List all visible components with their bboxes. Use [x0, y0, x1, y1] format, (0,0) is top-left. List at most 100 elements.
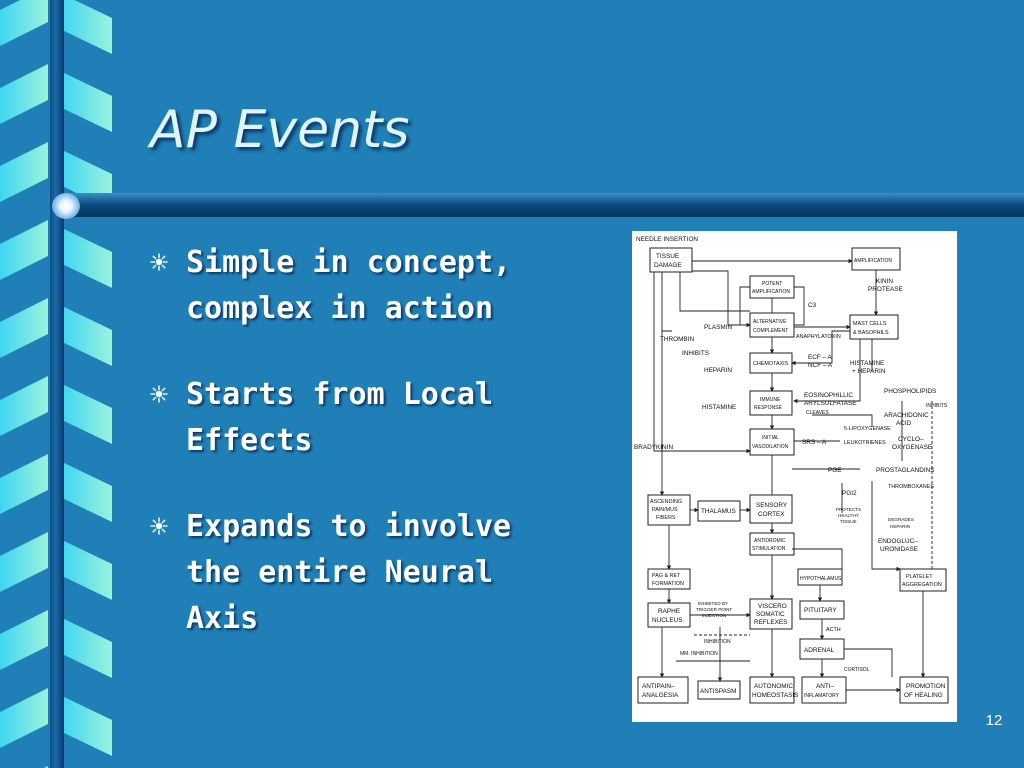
label-inhibition: INHIBITION [704, 639, 731, 645]
label-arachidonic: ARACHIDONIC [884, 412, 929, 419]
slide-title: AP Events [150, 100, 410, 160]
label-pge: PGE [828, 467, 842, 474]
bullet-text-line: Simple in concept, [186, 245, 512, 280]
label-vasodilation: VASODILATION [752, 444, 789, 450]
sparkle-bullet-icon [150, 253, 168, 271]
label-potent-amp: AMPLIFICATION [752, 289, 790, 295]
label-thrombin: THROMBIN [660, 336, 694, 343]
label-inflamatory: INFLAMATORY [804, 693, 840, 699]
label-plasmin: PLASMIN [704, 324, 732, 331]
box-sensory-cortex [749, 494, 793, 524]
sparkle-bullet-icon [150, 385, 168, 403]
label-response: RESPONSE [754, 405, 782, 411]
label-pain-mus: PAIN/MUS [652, 507, 678, 513]
label-viscero: VISCERO [758, 603, 787, 610]
label-inhibited-by: INHIBITED BY [698, 601, 728, 606]
label-mm-inhibition: MM. INHIBITION [680, 651, 718, 657]
label-oxygenase: OXYGENASE [892, 444, 932, 451]
label-thromboxanes: THROMBOXANES [888, 484, 934, 490]
box-tissue-damage [649, 247, 693, 273]
bullet-text-line: Expands to involve [186, 509, 512, 544]
bullet-item: Expands to involve the entire Neural Axi… [148, 504, 558, 642]
label-needle-insertion: NEEDLE INSERTION [636, 236, 698, 243]
label-thalamus: THALAMUS [701, 508, 736, 515]
bullet-text-line: complex in action [186, 291, 494, 326]
label-antipain: ANTIPAIN– [642, 683, 675, 690]
bullet-text-line: the entire Neural [186, 555, 494, 590]
label-anti: ANTI– [816, 683, 835, 690]
bullet-item: Simple in concept, complex in action [148, 240, 558, 332]
label-uronidase: URONIDASE [880, 546, 918, 553]
label-of-healing: OF HEALING [904, 692, 943, 699]
label-inhibits: INHIBITS [682, 350, 709, 357]
label-acid: ACID [896, 420, 912, 427]
label-reflexes: REFLEXES [754, 619, 787, 626]
label-phospholipids: PHOSPHOLIPIDS [884, 388, 936, 395]
label-histamine-heparin-2: + HEPARIN [852, 368, 886, 375]
label-sensory: SENSORY [756, 502, 788, 509]
sparkle-bullet-icon [150, 517, 168, 535]
slide-number: 12 [985, 712, 1003, 729]
label-raphe: RAPHE [658, 608, 680, 615]
flow-diagram-figure: NEEDLE INSERTION TISSUE DAMAGE AMPLIFICA… [632, 231, 957, 722]
label-platelet: PLATELET [906, 574, 933, 580]
label-histamine-heparin-1: HISTAMINE [850, 360, 884, 367]
label-protease: PROTEASE [868, 286, 903, 293]
label-antidromic: ANTIDROMIC [754, 538, 786, 544]
box-initial-vasodilation [749, 428, 795, 456]
label-initial: INITIAL [762, 435, 779, 441]
label-cortisol: CORTISOL [844, 667, 870, 673]
label-potent: POTENT [762, 281, 782, 287]
flow-diagram: NEEDLE INSERTION TISSUE DAMAGE AMPLIFICA… [634, 236, 949, 704]
label-eosinophillic: EOSINOPHILLIC [804, 392, 853, 399]
label-stimulation: STIMULATION [752, 546, 786, 552]
vertical-bar [50, 0, 64, 768]
label-nucleus: NUCLEUS [652, 617, 683, 624]
label-bradykinin: BRADYKININ [634, 444, 673, 451]
label-c3: C3 [808, 302, 817, 309]
label-degrades: DEGRADES [888, 517, 914, 522]
label-trigger-point: TRIGGER POINT [696, 607, 732, 612]
label-cleaves: CLEAVES [806, 410, 829, 416]
label-ascending: ASCENDING [650, 499, 682, 505]
label-tissue-2: TISSUE [840, 519, 857, 524]
label-amplification: AMPLIFICATION [854, 258, 892, 264]
box-autonomic [749, 676, 795, 704]
label-histamine: HISTAMINE [702, 404, 736, 411]
bullet-text-line: Axis [186, 601, 259, 636]
label-formation: FORMATION [652, 581, 684, 587]
label-protects: PROTECTS [836, 507, 861, 512]
label-tissue: TISSUE [656, 253, 679, 260]
label-healthy: HEALTHY [838, 513, 859, 518]
divider-knob [52, 193, 80, 219]
label-pituitary: PITUITARY [804, 607, 838, 614]
label-endogluc: ENDOGLUC– [878, 538, 918, 545]
label-somatic: SOMATIC [756, 611, 785, 618]
box-anti-inflammatory [801, 676, 847, 704]
bullet-text-line: Effects [186, 423, 313, 458]
label-immune: IMMUNE [760, 397, 781, 403]
label-adrenal: ADRENAL [804, 647, 835, 654]
box-promotion-healing [899, 676, 949, 704]
label-hypothalamus: HYPOTHALAMUS [800, 576, 842, 582]
label-pag-ret: PAG & RET [652, 573, 681, 579]
label-ecf-a: ECF – A [808, 354, 833, 361]
label-heparin: HEPARIN [704, 367, 732, 374]
label-promotion: PROMOTION [906, 683, 946, 690]
label-prostaglandins: PROSTAGLANDINS [876, 467, 934, 474]
label-cyclo: CYCLO– [898, 436, 924, 443]
box-immune-response [749, 390, 793, 416]
diagram-connectors [653, 258, 933, 693]
label-cortex: CORTEX [758, 511, 785, 518]
label-anaphylatoxin: ANAPHYLATOXIN [796, 334, 841, 340]
label-damage: DAMAGE [654, 262, 682, 269]
label-antispasm: ANTISPASM [700, 688, 736, 695]
bullet-text-line: Starts from Local [186, 377, 494, 412]
label-analgesia: ANALGESIA [642, 692, 679, 699]
label-pgi2: PGI2 [842, 490, 857, 497]
label-inhibits-2: INHIBITS [926, 403, 948, 409]
bullet-item: Starts from Local Effects [148, 372, 558, 464]
bullet-list: Simple in concept, complex in action Sta… [148, 240, 558, 682]
diagram-labels: NEEDLE INSERTION TISSUE DAMAGE AMPLIFICA… [634, 236, 948, 699]
box-antipain [637, 676, 689, 704]
